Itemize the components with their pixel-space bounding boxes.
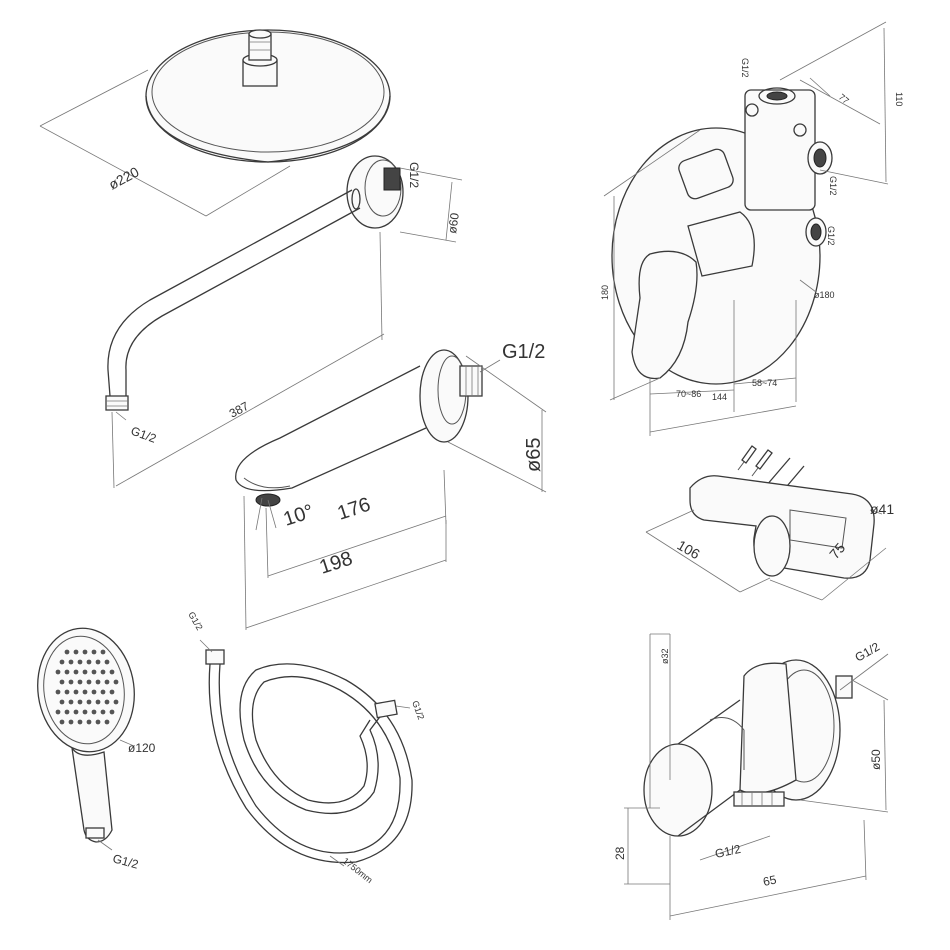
nozzle-dot [64,649,70,655]
nozzle-dot [64,689,70,695]
nozzle-dot [86,719,92,725]
hose-thread-b-label: G1/2 [410,699,426,721]
nozzle-dot [59,719,65,725]
connector-height-label: 28 [613,846,627,860]
nozzle-dot [91,649,97,655]
nozzle-dot [64,669,70,675]
holder-drawing [645,445,887,601]
connector-width-label: 65 [762,872,778,889]
nozzle-dot [100,709,106,715]
nozzle-dot [104,719,110,725]
mixer-plate-diameter-label: ø180 [814,290,835,300]
connector-thread-top-label: G1/2 [853,639,883,664]
mixer-depth-label: 77 [837,92,851,106]
arm-flange-diameter-label: ø60 [445,212,462,235]
holder-diameter-label: ø41 [870,501,894,517]
nozzle-dot [82,709,88,715]
nozzle-dot [104,659,110,665]
nozzle-dot [73,709,79,715]
nozzle-dot [91,669,97,675]
hose-length-label: 1750mm [341,856,375,885]
nozzle-dot [55,669,61,675]
nozzle-dot [68,699,74,705]
nozzle-dot [77,699,83,705]
nozzle-dot [55,689,61,695]
hand-shower-diameter-label: ø120 [128,741,156,755]
nozzle-dot [91,689,97,695]
nozzle-dot [109,689,115,695]
spout-drawing [235,349,547,631]
nozzle-dot [68,659,74,665]
connector-top-diameter-label: ø32 [660,648,670,664]
nozzle-dot [77,679,83,685]
nozzle-dot [104,679,110,685]
hose-drawing [199,639,413,867]
nozzle-dot [100,669,106,675]
connector-flange-diameter-label: ø50 [869,749,883,770]
nozzle-dot [68,679,74,685]
nozzle-dot [59,679,65,685]
nozzle-dot [73,689,79,695]
nozzle-dot [91,709,97,715]
nozzle-grid [55,649,119,725]
nozzle-dot [59,699,65,705]
arm-length-label: 387 [227,399,252,421]
nozzle-dot [82,689,88,695]
nozzle-dot [86,699,92,705]
nozzle-dot [95,679,101,685]
nozzle-dot [113,699,119,705]
spout-thread-label: G1/2 [502,341,545,363]
nozzle-dot [109,709,115,715]
nozzle-dot [82,649,88,655]
mixer-width-label: 144 [712,392,727,402]
nozzle-dot [113,679,119,685]
hand-shower-thread-label: G1/2 [111,851,140,871]
mixer-box-drawing [603,21,889,436]
nozzle-dot [73,669,79,675]
nozzle-dot [86,679,92,685]
wall-connector-drawing [624,633,889,920]
nozzle-dot [77,659,83,665]
nozzle-dot [109,669,115,675]
holder-length-label: 106 [675,537,703,563]
nozzle-dot [104,699,110,705]
mixer-thread-mid-label: G1/2 [828,176,838,196]
nozzle-dot [100,649,106,655]
nozzle-dot [73,649,79,655]
mixer-thread-top-label: G1/2 [740,58,750,78]
nozzle-dot [82,669,88,675]
mixer-range-a-label: 70~86 [676,389,701,399]
mixer-plate-height-label: 180 [600,285,610,300]
nozzle-dot [77,719,83,725]
nozzle-dot [68,719,74,725]
nozzle-dot [59,659,65,665]
mixer-range-b-label: 58~74 [752,378,777,388]
nozzle-dot [95,699,101,705]
nozzle-dot [55,709,61,715]
nozzle-dot [100,689,106,695]
mixer-height-label: 110 [894,92,904,106]
spout-diameter-label: ø65 [523,438,545,472]
nozzle-dot [86,659,92,665]
connector-thread-bottom-label: G1/2 [714,842,743,861]
arm-thread-top-label: G1/2 [407,162,421,188]
arm-thread-bottom-label: G1/2 [129,424,159,446]
overhead-shower-drawing [39,29,391,217]
nozzle-dot [64,709,70,715]
shower-arm-drawing [105,155,463,489]
hand-shower-drawing [37,627,135,851]
spout-depth-inner-label: 176 [335,494,374,525]
spout-depth-outer-label: 198 [317,548,356,579]
hose-thread-a-label: G1/2 [186,610,204,632]
nozzle-dot [95,719,101,725]
overhead-diameter-label: ø220 [106,163,142,192]
mixer-thread-low-label: G1/2 [826,226,836,246]
spout-angle-label: 10° [281,500,317,530]
nozzle-dot [95,659,101,665]
